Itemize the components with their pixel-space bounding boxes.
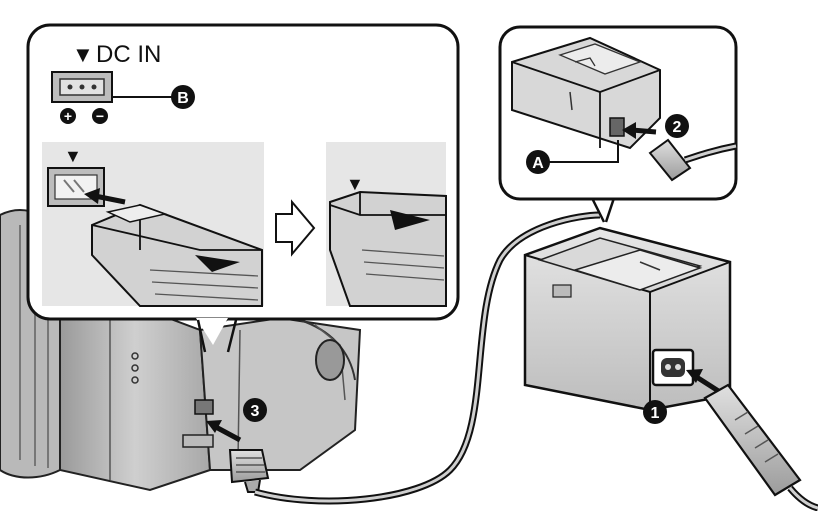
polarity-minus-icon	[92, 108, 108, 124]
transition-arrow-icon	[275, 199, 316, 257]
inset-panel-right: A 2	[498, 25, 738, 223]
inset-panel-left: ▼ DC IN + − B ▼ ▼	[26, 23, 460, 353]
ac-cord-plug	[703, 383, 818, 511]
svg-text:2: 2	[673, 119, 682, 136]
camcorder-dc-jack	[194, 399, 214, 415]
polarity-plus-icon	[60, 108, 76, 124]
alignment-mark-right: ▼	[346, 174, 364, 194]
dc-in-marker: ▼	[72, 42, 94, 67]
svg-text:B: B	[177, 90, 189, 107]
alignment-mark-left: ▼	[64, 146, 82, 166]
arrow-step3	[212, 423, 242, 443]
dc-plug-camcorder	[228, 449, 270, 493]
dc-plug-right	[648, 138, 692, 182]
callout-step1	[643, 400, 667, 424]
callout-a	[526, 150, 550, 174]
svg-text:+: +	[64, 108, 72, 124]
svg-text:3: 3	[251, 403, 260, 420]
dc-plug-inserted	[329, 190, 447, 307]
callout-b	[171, 85, 195, 109]
ac-adapter	[523, 226, 732, 412]
svg-text:A: A	[532, 155, 544, 172]
arrow-step1	[693, 373, 722, 395]
callout-step3	[243, 398, 267, 422]
svg-text:−: −	[96, 108, 104, 124]
svg-text:1: 1	[651, 405, 660, 422]
charger-dc-out-jack	[609, 117, 625, 137]
callout-step2	[665, 114, 689, 138]
dc-in-label: DC IN	[96, 41, 161, 68]
camcorder	[0, 209, 362, 492]
